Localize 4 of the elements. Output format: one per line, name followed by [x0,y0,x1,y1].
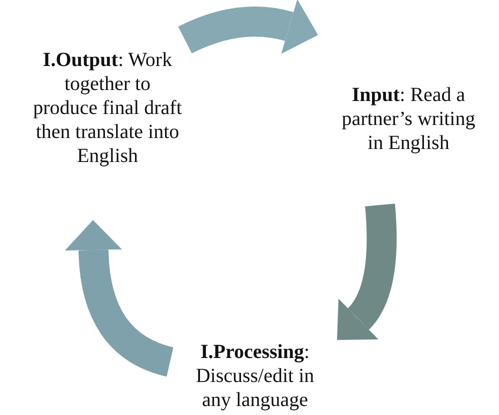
step-text: I.Processing: Discuss/edit in any language [194,340,316,412]
step-text: I.Output: Work together to produce final draft then translate into English [32,48,182,168]
curved-arrow [337,204,397,342]
step-text: Input: Read a partner’s writing in English [340,83,476,155]
